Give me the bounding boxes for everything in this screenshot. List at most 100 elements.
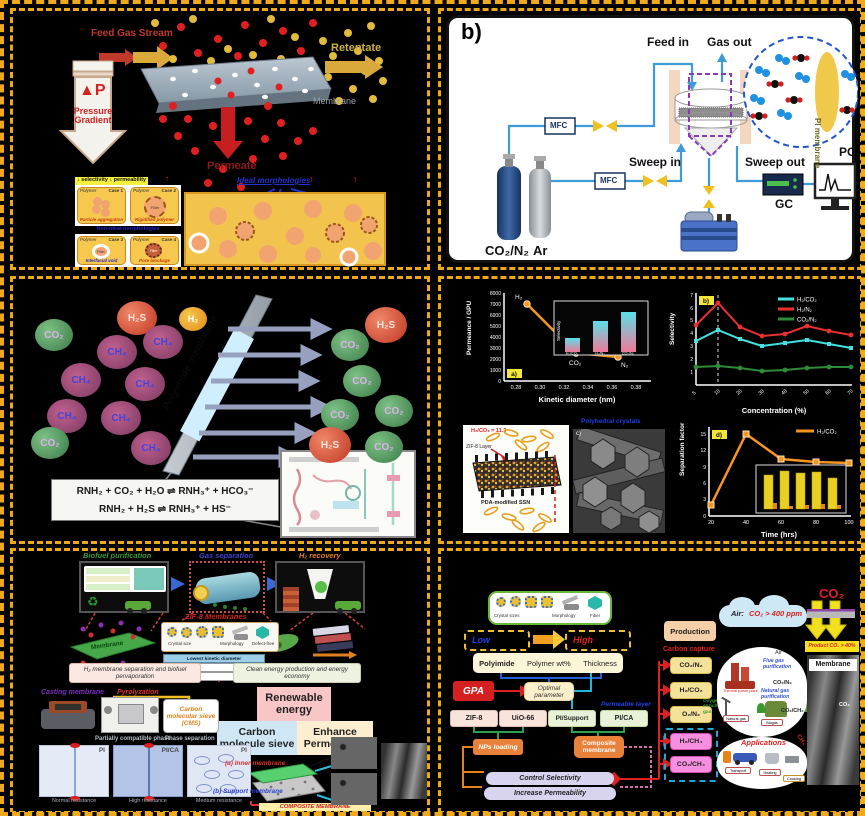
air-prefix: Air: <box>731 609 744 618</box>
molecule-h2s: H₂S <box>365 307 407 343</box>
y-ticks-a: 0 1000 2000 3000 4000 5000 6000 7000 800… <box>490 291 501 385</box>
molecule-co2: CO₂ <box>321 399 359 431</box>
molecule-co2: CO₂ <box>365 431 403 463</box>
svg-text:50: 50 <box>802 388 810 396</box>
membrane-slab <box>140 56 332 113</box>
panel-energy-roadmap: Biofuel purification Gas separation H₂ r… <box>10 548 430 812</box>
svg-text:6000: 6000 <box>490 313 501 319</box>
gassep-box <box>189 561 265 613</box>
stack-icon <box>283 587 299 611</box>
molecule-co2: CO₂ <box>35 319 73 351</box>
gas-cylinder-co2n2 <box>497 154 521 240</box>
molecule-ch4: CH₄ <box>101 401 141 435</box>
icon-caption-3: Fiber <box>590 613 601 618</box>
flue-label: Flue gas purification <box>763 658 792 670</box>
feed-red-dots <box>159 19 317 60</box>
low-box: Low <box>464 630 530 651</box>
svg-text:60: 60 <box>824 388 832 396</box>
rig-card: b) <box>446 15 858 263</box>
cylinder1-label: CO₂/N₂ <box>485 243 530 258</box>
h2-blob <box>315 581 327 593</box>
feed-in-label: Feed in <box>647 35 690 49</box>
sem-thumb-1 <box>331 737 377 769</box>
pervaporation-box: H₂ membrane separation and biofuel perva… <box>69 663 201 683</box>
gc-box <box>762 173 804 196</box>
reaction-equations: RNH₂ + CO₂ + H₂O ⇌ RNH₃⁺ + HCO₃⁻ RNH₂ + … <box>51 479 279 521</box>
composite-box: Composite membrane <box>574 736 624 758</box>
svg-text:15: 15 <box>700 432 706 438</box>
svg-text:100: 100 <box>844 520 853 526</box>
pair-h2co2: H₂/CO₂ <box>670 682 712 699</box>
composite-membrane-label: COMPOSITE MEMBRANE <box>259 803 371 811</box>
production-box: Production <box>664 621 716 641</box>
nps-box: NPs loading <box>473 739 523 755</box>
ideal-up-arrow-2: ↑ <box>353 174 358 184</box>
case-cards-top: Polymer Case 1 Particle aggregation Poly… <box>75 185 181 226</box>
selectivity-legend: ↓ selectivity ↓ permeability <box>75 177 149 185</box>
badge-a-text: a) <box>511 371 517 378</box>
x-ticks-b: 5 10 20 30 40 50 60 70 <box>691 388 854 396</box>
membrane-zoom-circle <box>743 36 858 148</box>
line-arrowheads <box>676 53 727 152</box>
svg-text:10: 10 <box>713 388 721 396</box>
res1-label: Normal resistance <box>51 798 97 804</box>
mfc-2 <box>594 172 626 190</box>
blue-flow-arrows <box>171 577 281 591</box>
svg-text:3000: 3000 <box>490 346 501 352</box>
permeable-label: Permeable layer <box>601 701 651 708</box>
svg-text:8000: 8000 <box>490 291 501 297</box>
case-no: Case 3 <box>108 237 123 242</box>
icon-caption-1: Crystal size <box>168 641 192 646</box>
control-selectivity-pill: Control Selectivity <box>486 772 614 785</box>
svg-text:9: 9 <box>703 465 706 471</box>
carbon-capture-label: Carbon capture <box>663 646 715 653</box>
retentate-arrow <box>325 55 383 79</box>
gas-out-label: Gas out <box>707 35 752 49</box>
attributes-box: Crystal sizes Morphology Fiber <box>488 591 612 625</box>
pc-monitor <box>813 162 857 210</box>
legend-up-arrow: ↑ <box>165 174 169 183</box>
case-cards-bottom: Polymer Case 3 Filler Interfacial void P… <box>75 234 181 267</box>
uio66-box: UiO-66 <box>499 710 547 727</box>
permeate-arrow <box>213 107 243 159</box>
delta-p-label: ▲P <box>79 82 106 99</box>
panel-membrane-scheme: Feed Gas Stream Retentate Membrane Perme… <box>10 8 430 270</box>
equation-1: RNH₂ + CO₂ + H₂O ⇌ RNH₃⁺ + HCO₃⁻ <box>76 486 254 497</box>
icon-caption-2: Morphology <box>220 641 244 646</box>
zif8-title: ZIF-8 Membranes <box>185 612 247 621</box>
icon-caption-1: Crystal sizes <box>494 613 520 618</box>
molecule-ch4: CH₄ <box>125 367 165 401</box>
h2rec-title: H₂ recovery <box>299 551 341 560</box>
svg-text:20: 20 <box>735 388 743 396</box>
pressure-gradient-arrow <box>58 60 128 165</box>
membrane-pica: PI/CA <box>113 743 183 801</box>
applications-label: Applications <box>741 738 787 747</box>
co2ch4-small-label: CO₂/CH₄ <box>781 708 804 714</box>
svg-text:N₂: N₂ <box>621 362 629 369</box>
molecule-ch4: CH₄ <box>131 431 171 465</box>
product-note: Product CO₂ > 40% <box>805 641 859 652</box>
icon-caption-3: Defect-free <box>252 641 275 646</box>
svg-text:4000: 4000 <box>490 335 501 341</box>
case-no: Case 2 <box>161 188 176 193</box>
thermal-label: Thermal power plant <box>723 689 758 693</box>
x-ticks-d: 20 40 60 80 100 <box>708 520 854 526</box>
air-value: CO₂ > 400 ppm <box>749 609 803 618</box>
svg-text:CO₂/N₂: CO₂/N₂ <box>797 318 817 324</box>
icon-caption-2: Morphology <box>552 613 576 618</box>
polymer-label: Polymer <box>80 237 97 242</box>
air-cloud: Air: CO₂ > 400 ppm <box>719 595 807 631</box>
gassep-title: Gas separation <box>199 551 254 560</box>
chart-selectivity: 1 2 3 4 5 6 7 5 10 20 30 40 50 60 70 H₂/… <box>669 293 855 415</box>
svg-text:0: 0 <box>703 514 706 520</box>
pc-label: PC <box>839 145 856 159</box>
ideal-title: Ideal morphologies <box>237 176 311 185</box>
svg-text:1000: 1000 <box>490 368 501 374</box>
molecule-co2: CO₂ <box>343 365 381 397</box>
res2-label: High resistance <box>129 798 167 804</box>
inset-bar-chart: H₂/CO₂ H₂/N₂ CO₂/N₂ Selectivity <box>553 300 649 356</box>
equation-2: RNH₂ + H₂S ⇌ RNH₃⁺ + HS⁻ <box>99 504 231 515</box>
casting-label: Casting membrane <box>41 689 105 696</box>
gas-molecules <box>750 54 855 120</box>
ylabel-a: Permeance / GPU <box>466 301 473 355</box>
